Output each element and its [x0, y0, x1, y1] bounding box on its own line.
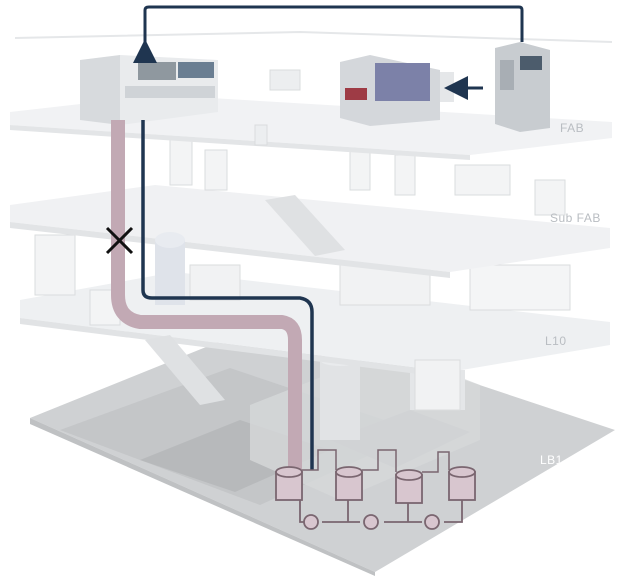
blocked-x-icon [105, 226, 134, 255]
floor-label-lb1: LB1 [540, 453, 563, 467]
process-tool-left [80, 55, 218, 125]
floor-l10: L10 [20, 234, 610, 411]
tank-pump-array [275, 449, 476, 530]
storage-tank [395, 469, 423, 504]
floor-fab: FAB [10, 30, 613, 160]
process-tool-center [340, 55, 454, 126]
pump [424, 514, 440, 530]
storage-tank [448, 466, 476, 501]
floor-label-subfab: Sub FAB [550, 211, 601, 225]
supply-line [141, 120, 314, 470]
return-line [111, 120, 302, 480]
floor-label-fab: FAB [560, 121, 584, 135]
floor-label-l10: L10 [545, 334, 567, 348]
pump [303, 514, 319, 530]
pump [363, 514, 379, 530]
storage-tank [335, 466, 363, 501]
storage-tank [275, 466, 303, 501]
control-cabinet-right [495, 42, 550, 132]
feedback-line [133, 5, 524, 63]
